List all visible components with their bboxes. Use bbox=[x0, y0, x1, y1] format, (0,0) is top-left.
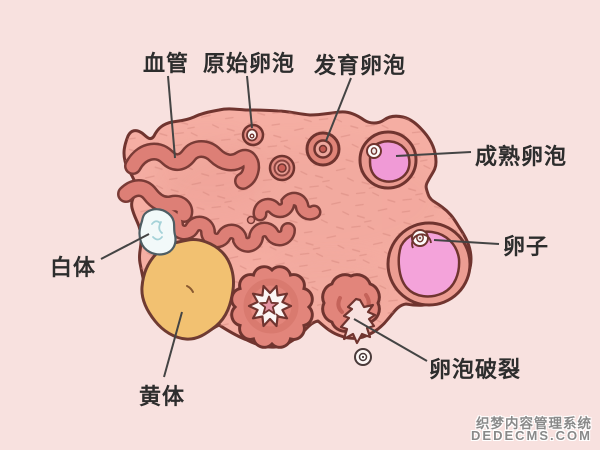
leader-lines bbox=[100, 75, 500, 378]
label-mature-follicle: 成熟卵泡 bbox=[475, 144, 568, 169]
corpus-albicans-structure bbox=[138, 208, 177, 256]
label-follicle-rupture: 卵泡破裂 bbox=[429, 357, 522, 382]
blood-vessels-structure bbox=[117, 140, 322, 287]
label-corpus-luteum: 黄体 bbox=[139, 384, 186, 409]
label-blood-vessel: 血管 bbox=[143, 51, 190, 76]
label-developing-follicle: 发育卵泡 bbox=[314, 53, 407, 78]
primordial-follicle-structure bbox=[241, 123, 265, 147]
label-primordial-follicle: 原始卵泡 bbox=[203, 51, 296, 76]
label-corpus-albicans: 白体 bbox=[50, 255, 97, 280]
developing-follicle-structure bbox=[305, 131, 341, 167]
released-egg-structure bbox=[354, 348, 372, 366]
watermark-line2: DEDECMS.COM bbox=[471, 428, 592, 443]
corpus-luteum-structure bbox=[140, 238, 235, 341]
secondary-follicle-structure bbox=[268, 154, 296, 182]
collapsed-follicle-structure bbox=[230, 265, 314, 349]
label-egg: 卵子 bbox=[503, 234, 550, 259]
mature-follicle-structure bbox=[358, 130, 418, 190]
ovum-follicle-structure bbox=[386, 221, 472, 307]
watermark-line1: 织梦内容管理系统 bbox=[476, 416, 592, 431]
